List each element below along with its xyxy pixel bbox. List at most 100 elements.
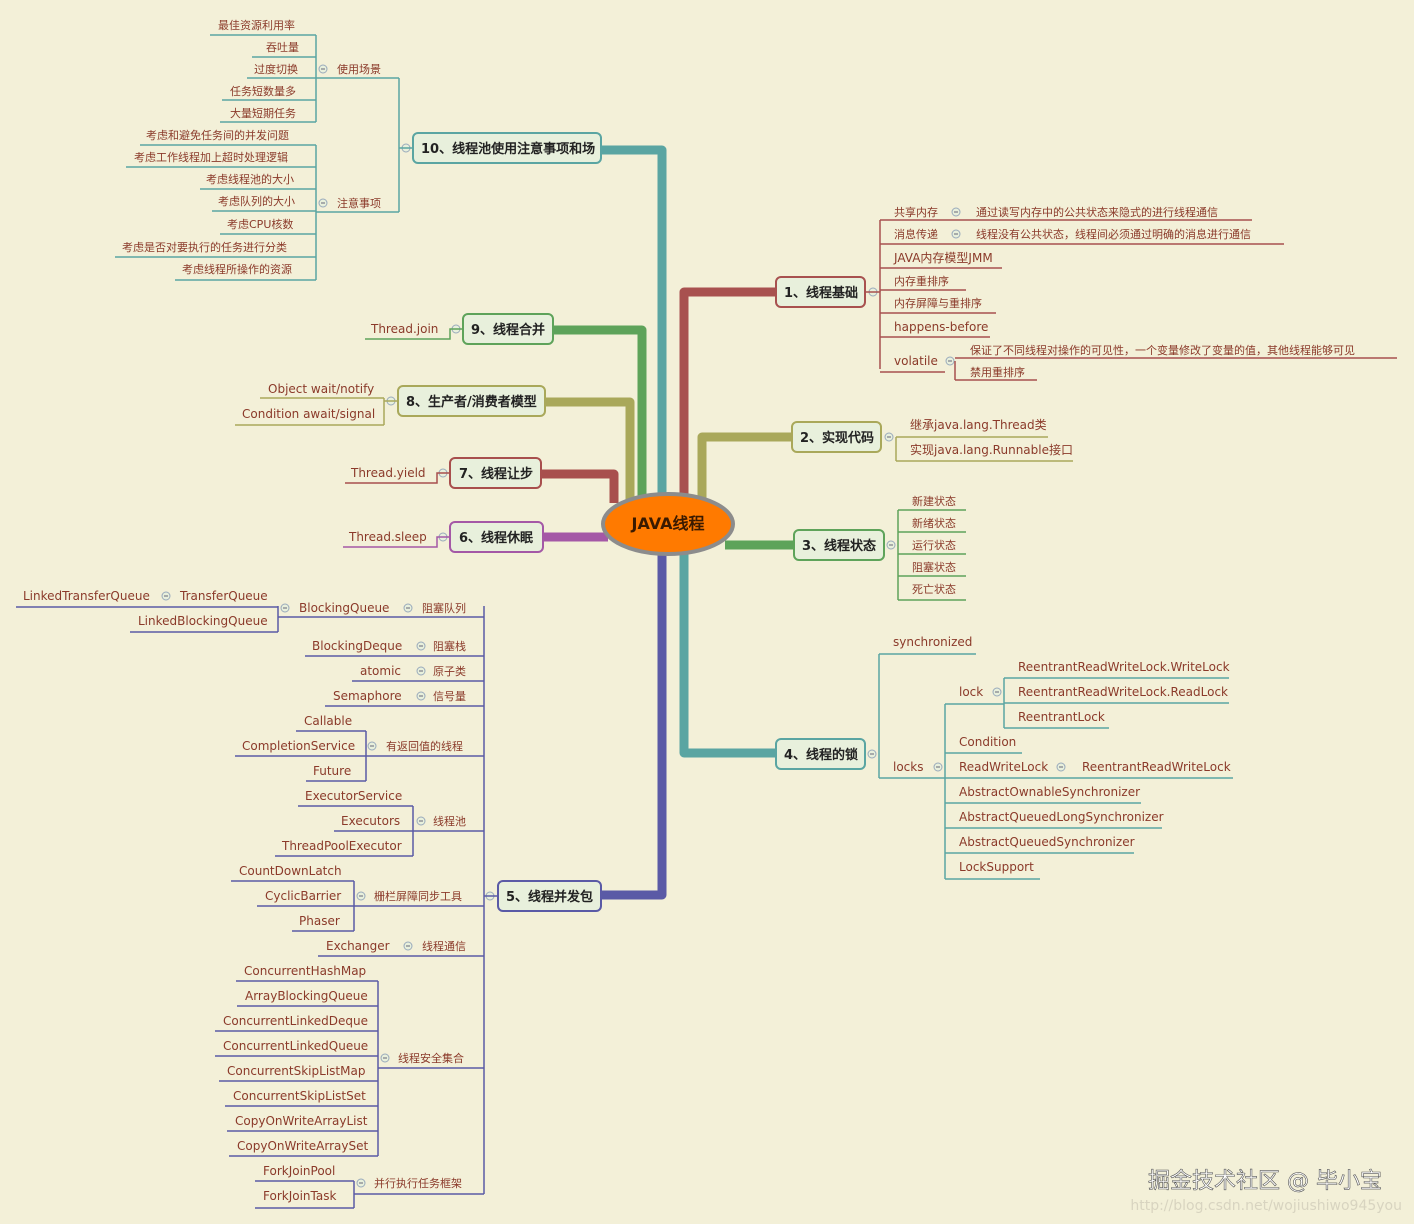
node-communication-cn[interactable]: 线程通信 <box>422 939 466 953</box>
node-semaphore-cn[interactable]: 信号量 <box>433 690 466 703</box>
root-node[interactable]: JAVA线程 <box>601 492 735 556</box>
node-atomic-cn[interactable]: 原子类 <box>433 664 466 678</box>
node-shared-memory-desc[interactable]: 通过读写内存中的公共状态来隐式的进行线程通信 <box>976 205 1218 219</box>
topic-4[interactable]: 4、线程的锁 <box>775 738 866 770</box>
node-atomic[interactable]: atomic <box>360 664 401 678</box>
node-reentrantreadwritelock[interactable]: ReentrantReadWriteLock <box>1082 760 1231 774</box>
node-implement-runnable[interactable]: 实现java.lang.Runnable接口 <box>910 442 1073 457</box>
node-usage-scenarios[interactable]: 使用场景 <box>337 62 381 76</box>
node-blocking-stack-cn[interactable]: 阻塞栈 <box>433 639 466 653</box>
topic-1[interactable]: 1、线程基础 <box>775 276 866 308</box>
node-condition[interactable]: Condition <box>959 735 1016 749</box>
node-concurrenthashmap[interactable]: ConcurrentHashMap <box>244 964 366 978</box>
node-executorservice[interactable]: ExecutorService <box>305 789 402 803</box>
node-locks[interactable]: locks <box>893 760 923 774</box>
node-note-2[interactable]: 考虑工作线程加上超时处理逻辑 <box>134 150 288 164</box>
node-volatile-no-reorder[interactable]: 禁用重排序 <box>970 365 1025 379</box>
node-note-5[interactable]: 考虑CPU核数 <box>227 217 293 231</box>
node-jmm[interactable]: JAVA内存模型JMM <box>893 251 993 265</box>
node-happens-before[interactable]: happens-before <box>894 320 988 334</box>
node-scenario-4[interactable]: 任务短数量多 <box>230 84 296 98</box>
topic-10[interactable]: 10、线程池使用注意事项和场 <box>412 132 602 164</box>
node-lock[interactable]: lock <box>959 685 983 699</box>
node-extend-thread[interactable]: 继承java.lang.Thread类 <box>910 418 1047 432</box>
node-message-passing[interactable]: 消息传递 <box>894 227 938 241</box>
node-completionservice[interactable]: CompletionService <box>242 739 355 753</box>
node-forkjointask[interactable]: ForkJoinTask <box>263 1189 336 1203</box>
node-object-wait-notify[interactable]: Object wait/notify <box>268 382 374 396</box>
node-copyonwritearraylist[interactable]: CopyOnWriteArrayList <box>235 1114 368 1128</box>
node-linkedblockingqueue[interactable]: LinkedBlockingQueue <box>138 614 268 628</box>
node-threadpool-cn[interactable]: 线程池 <box>433 814 466 828</box>
node-memory-barrier[interactable]: 内存屏障与重排序 <box>894 296 982 310</box>
node-scenario-2[interactable]: 吞吐量 <box>266 41 299 54</box>
node-message-passing-desc[interactable]: 线程没有公共状态，线程间必须通过明确的消息进行通信 <box>976 227 1251 241</box>
node-note-4[interactable]: 考虑队列的大小 <box>218 194 295 208</box>
topic-3[interactable]: 3、线程状态 <box>793 529 885 561</box>
topic-8[interactable]: 8、生产者/消费者模型 <box>397 385 546 417</box>
node-thread-yield[interactable]: Thread.yield <box>350 466 426 480</box>
node-concurrentskiplistset[interactable]: ConcurrentSkipListSet <box>233 1089 366 1103</box>
node-rrwl-writelock[interactable]: ReentrantReadWriteLock.WriteLock <box>1018 660 1230 674</box>
node-thread-sleep[interactable]: Thread.sleep <box>348 530 427 544</box>
node-exchanger[interactable]: Exchanger <box>326 939 390 953</box>
node-volatile-visibility[interactable]: 保证了不同线程对操作的可见性，一个变量修改了变量的值，其他线程能够可见 <box>970 343 1355 357</box>
node-executors[interactable]: Executors <box>341 814 400 828</box>
node-forkjoin-cn[interactable]: 并行执行任务框架 <box>374 1176 462 1190</box>
node-countdownlatch[interactable]: CountDownLatch <box>239 864 342 878</box>
node-blockingdeque[interactable]: BlockingDeque <box>312 639 402 653</box>
node-blockingqueue[interactable]: BlockingQueue <box>299 601 389 615</box>
topic-7[interactable]: 7、线程让步 <box>449 457 542 489</box>
node-future[interactable]: Future <box>313 764 351 778</box>
node-condition-await-signal[interactable]: Condition await/signal <box>242 407 375 421</box>
node-state-dead[interactable]: 死亡状态 <box>912 582 956 596</box>
node-return-value-cn[interactable]: 有返回值的线程 <box>386 739 463 753</box>
node-forkjoinpool[interactable]: ForkJoinPool <box>263 1164 335 1178</box>
topic-5[interactable]: 5、线程并发包 <box>497 880 602 912</box>
node-state-new[interactable]: 新建状态 <box>912 494 956 508</box>
node-note-1[interactable]: 考虑和避免任务间的并发问题 <box>146 128 289 142</box>
node-state-blocked[interactable]: 阻塞状态 <box>912 560 956 574</box>
node-scenario-1[interactable]: 最佳资源利用率 <box>218 18 295 32</box>
topic-9[interactable]: 9、线程合并 <box>462 313 554 345</box>
node-cyclicbarrier[interactable]: CyclicBarrier <box>265 889 341 903</box>
node-blocking-queue-cn[interactable]: 阻塞队列 <box>422 601 466 615</box>
node-shared-memory[interactable]: 共享内存 <box>894 205 938 219</box>
node-phaser[interactable]: Phaser <box>299 914 340 928</box>
node-note-6[interactable]: 考虑是否对要执行的任务进行分类 <box>122 240 287 254</box>
node-copyonwritearrayset[interactable]: CopyOnWriteArraySet <box>237 1139 368 1153</box>
topic-5-texts: 阻塞队列 BlockingQueue TransferQueue LinkedT… <box>23 589 466 1203</box>
topic-6[interactable]: 6、线程休眠 <box>449 521 544 553</box>
node-scenario-3[interactable]: 过度切换 <box>254 62 298 76</box>
node-synchronized[interactable]: synchronized <box>893 635 972 649</box>
node-thread-join[interactable]: Thread.join <box>370 322 438 336</box>
node-rrwl-readlock[interactable]: ReentrantReadWriteLock.ReadLock <box>1018 685 1228 699</box>
topic-6-label: 6、线程休眠 <box>459 530 533 546</box>
node-threadpoolexecutor[interactable]: ThreadPoolExecutor <box>281 839 402 853</box>
node-note-7[interactable]: 考虑线程所操作的资源 <box>182 262 292 276</box>
node-state-running[interactable]: 运行状态 <box>912 538 956 552</box>
node-semaphore[interactable]: Semaphore <box>333 689 402 703</box>
node-state-ready[interactable]: 新绪状态 <box>912 516 956 530</box>
topic-2[interactable]: 2、实现代码 <box>791 421 882 453</box>
node-fence-cn[interactable]: 栅栏屏障同步工具 <box>374 889 462 903</box>
node-reorder[interactable]: 内存重排序 <box>894 274 949 288</box>
node-note-3[interactable]: 考虑线程池的大小 <box>206 172 294 186</box>
node-concurrentlinkedqueue[interactable]: ConcurrentLinkedQueue <box>223 1039 368 1053</box>
node-notes[interactable]: 注意事项 <box>337 196 381 210</box>
node-linkedtransferqueue[interactable]: LinkedTransferQueue <box>23 589 150 603</box>
node-safe-collections-cn[interactable]: 线程安全集合 <box>398 1051 464 1065</box>
node-concurrentskiplistmap[interactable]: ConcurrentSkipListMap <box>227 1064 365 1078</box>
node-concurrentlinkeddeque[interactable]: ConcurrentLinkedDeque <box>223 1014 368 1028</box>
node-locksupport[interactable]: LockSupport <box>959 860 1034 874</box>
node-aqls[interactable]: AbstractQueuedLongSynchronizer <box>959 810 1164 824</box>
node-arrayblockingqueue[interactable]: ArrayBlockingQueue <box>245 989 368 1003</box>
node-readwritelock[interactable]: ReadWriteLock <box>959 760 1048 774</box>
node-callable[interactable]: Callable <box>304 714 352 728</box>
node-reentrantlock[interactable]: ReentrantLock <box>1018 710 1105 724</box>
node-volatile[interactable]: volatile <box>894 354 938 368</box>
node-scenario-5[interactable]: 大量短期任务 <box>230 106 296 120</box>
node-aos[interactable]: AbstractOwnableSynchronizer <box>959 785 1140 799</box>
node-transferqueue[interactable]: TransferQueue <box>179 589 268 603</box>
node-aqs[interactable]: AbstractQueuedSynchronizer <box>959 835 1135 849</box>
